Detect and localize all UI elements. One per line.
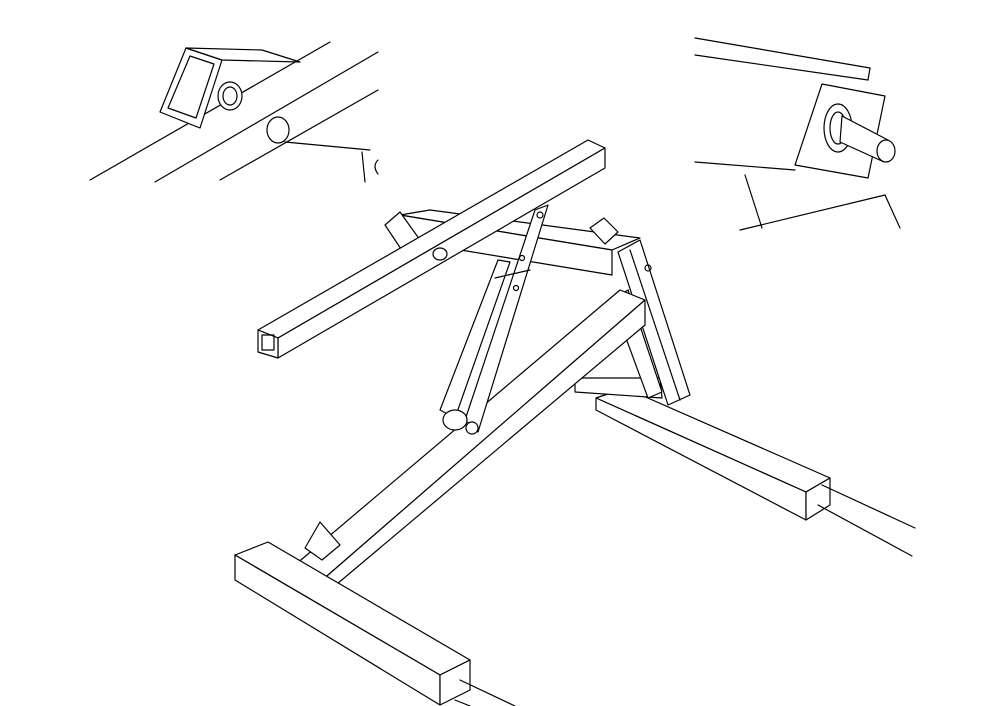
beam-edge	[284, 141, 371, 151]
rod-edge	[821, 484, 916, 529]
beam-edge	[694, 161, 796, 171]
pivot	[465, 421, 479, 435]
detail-top-left	[89, 41, 379, 183]
hole	[518, 254, 526, 262]
beam-edge	[694, 37, 871, 69]
frame-edge	[884, 194, 901, 229]
roller	[442, 409, 468, 431]
frame-edge	[739, 194, 886, 231]
beam-edge	[361, 151, 366, 183]
beam-edge	[154, 51, 379, 183]
beam-edge	[694, 54, 869, 81]
bearing	[217, 81, 243, 111]
frame-edge	[744, 174, 763, 229]
top-bar-opening	[261, 334, 275, 351]
beam-edge	[867, 67, 871, 81]
hole	[644, 264, 652, 272]
rear-beam-top	[595, 387, 831, 493]
beam-edge	[374, 159, 379, 175]
rod-edge	[817, 504, 913, 557]
rod-edge	[459, 679, 516, 706]
detail-top-right	[694, 37, 901, 231]
bearing-inner	[222, 86, 238, 106]
pin	[266, 116, 290, 144]
hole	[512, 284, 520, 292]
cross-tube	[574, 377, 663, 399]
bearing-block-bottom	[304, 521, 341, 561]
beam-edge	[89, 41, 331, 181]
upright-edge	[629, 249, 681, 401]
main-assembly	[234, 139, 916, 706]
shaft-end	[876, 139, 896, 163]
pivot-pin	[432, 247, 448, 261]
hole	[536, 211, 544, 219]
bearing-block-inner	[167, 55, 215, 119]
beam-edge	[219, 89, 379, 181]
rear-beam-end	[805, 477, 831, 521]
bearing-block-right	[589, 217, 619, 245]
diagonal-tube-side	[317, 299, 646, 601]
rod-edge	[454, 699, 471, 706]
bearing-block-top	[185, 47, 301, 63]
link-pin	[494, 269, 531, 279]
front-beam-end	[439, 659, 471, 706]
